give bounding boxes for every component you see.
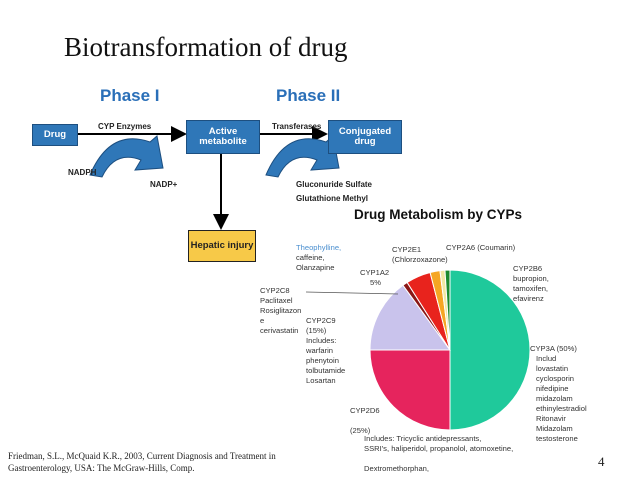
- label-cyp2b6-line3: tamoxifen,: [513, 284, 549, 293]
- label-cyp3a: CYP3A (50%) Includ lovastatin cyclospori…: [530, 344, 587, 444]
- label-cyp2c9-line3: Includes:: [306, 336, 337, 345]
- label-cyp2e1-line1: CYP2E1: [392, 245, 422, 254]
- label-cyp1a2-line1: CYP1A2: [360, 268, 390, 277]
- active-metabolite-box: Active metabolite: [186, 120, 260, 154]
- label-cyp2d6-includes-line4: Dextromethorphan,: [364, 464, 430, 473]
- label-cyp2d6-line1: CYP2D6: [350, 406, 380, 415]
- label-theophylline-line2: caffeine,: [296, 253, 325, 262]
- pie-slice-cyp3a: [449, 269, 531, 431]
- label-cyp1a2-line2: 5%: [370, 278, 381, 287]
- label-cyp1a2: CYP1A2 5%: [360, 268, 389, 288]
- label-cyp2e1-line2: (Chlorzoxazone): [392, 255, 448, 264]
- label-cyp2c9: CYP2C9 (15%) Includes: warfarin phenytoi…: [306, 316, 345, 386]
- label-cyp2c9-line5: phenytoin: [306, 356, 339, 365]
- pie-slice-cyp2c9: [369, 284, 451, 351]
- label-cyp3a-line7: ethinylestradiol: [536, 404, 587, 413]
- label-cyp2c9-line6: tolbutamide: [306, 366, 346, 375]
- label-cyp2b6-line1: CYP2B6: [513, 264, 543, 273]
- label-cyp2d6-includes: Includes: Tricyclic antidepressants, SSR…: [364, 434, 513, 474]
- page-number: 4: [598, 454, 605, 469]
- pie-chart-title: Drug Metabolism by CYPs: [354, 207, 523, 222]
- label-cyp2e1: CYP2E1 (Chlorzoxazone): [392, 245, 448, 265]
- drug-box: Drug: [32, 124, 78, 146]
- transferases-label: Transferases: [272, 122, 322, 131]
- label-cyp2d6-line2: [350, 416, 380, 426]
- label-cyp2c9-line2: (15%): [306, 326, 327, 335]
- label-cyp2d6-includes-line1: Includes: Tricyclic antidepressants,: [364, 434, 482, 443]
- label-cyp2b6-line2: bupropion,: [513, 274, 549, 283]
- nadp-label: NADP+: [150, 180, 178, 189]
- label-cyp2a6: CYP2A6 (Coumarin): [446, 243, 516, 252]
- label-cyp3a-line10: testosterone: [536, 434, 578, 443]
- label-cyp2d6-includes-line2: SSRI's, haliperidol, propanolol, atomoxe…: [364, 444, 514, 453]
- label-cyp2c9-line7: Losartan: [306, 376, 336, 385]
- label-cyp2c8-line3: Rosiglitazon: [260, 306, 302, 315]
- gluconuride-label: Gluconuride Sulfate: [296, 180, 373, 189]
- label-theophylline-line3: Olanzapine: [296, 263, 335, 272]
- phase-1-label: Phase I: [100, 86, 160, 105]
- label-cyp2c9-line1: CYP2C9: [306, 316, 336, 325]
- label-cyp2b6-line4: efavirenz: [513, 294, 544, 303]
- phase-2-label: Phase II: [276, 86, 341, 105]
- citation-line1: Friedman, S.L., McQuaid K.R., 2003, Curr…: [8, 451, 276, 461]
- label-cyp2d6-line3: (25%): [350, 426, 371, 435]
- nadph-label: NADPH: [68, 168, 97, 177]
- label-cyp2c9-line4: warfarin: [306, 346, 334, 355]
- pie-slice-cyp2d6: [369, 349, 451, 431]
- label-cyp2c8: CYP2C8 Paclitaxel Rosiglitazon e cerivas…: [260, 286, 301, 336]
- label-cyp3a-line9: Midazolam: [536, 424, 573, 433]
- pie-slice-cyp2b6: [444, 269, 451, 351]
- label-cyp2d6-includes-line3: [364, 454, 513, 464]
- label-cyp3a-line1: CYP3A (50%): [530, 344, 577, 353]
- label-cyp3a-line4: cyclosporin: [536, 374, 574, 383]
- label-cyp2c8-line2: Paclitaxel: [260, 296, 293, 305]
- citation-line2: Gastroenterology, USA: The McGraw-Hills,…: [8, 463, 195, 473]
- label-cyp3a-line3: lovastatin: [536, 364, 569, 373]
- label-cyp2b6: CYP2B6 bupropion, tamoxifen, efavirenz: [513, 264, 549, 304]
- slide-title: Biotransformation of drug: [64, 32, 348, 62]
- label-theophylline: Theophylline, caffeine, Olanzapine: [296, 243, 341, 273]
- citation: Friedman, S.L., McQuaid K.R., 2003, Curr…: [8, 450, 276, 474]
- label-theophylline-line1: Theophylline,: [296, 243, 342, 252]
- label-cyp2c8-line1: CYP2C8: [260, 286, 290, 295]
- conjugated-drug-box: Conjugated drug: [328, 120, 402, 154]
- label-cyp3a-line5: nifedipine: [536, 384, 569, 393]
- label-cyp2c8-line5: cerivastatin: [260, 326, 299, 335]
- hepatic-injury-box: Hepatic injury: [188, 230, 256, 262]
- label-cyp3a-line6: midazolam: [536, 394, 573, 403]
- cyp-enzymes-label: CYP Enzymes: [98, 122, 152, 131]
- curved-arrow-cyp: [89, 135, 164, 178]
- glutathione-label: Glutathione Methyl: [296, 194, 368, 203]
- label-cyp2c8-line4: e: [260, 316, 265, 325]
- label-cyp3a-line8: Ritonavir: [536, 414, 566, 423]
- leader-line-cyp2c8: [305, 291, 399, 295]
- label-cyp3a-line2: Includ: [536, 354, 557, 363]
- label-cyp2d6: CYP2D6 (25%): [350, 406, 380, 436]
